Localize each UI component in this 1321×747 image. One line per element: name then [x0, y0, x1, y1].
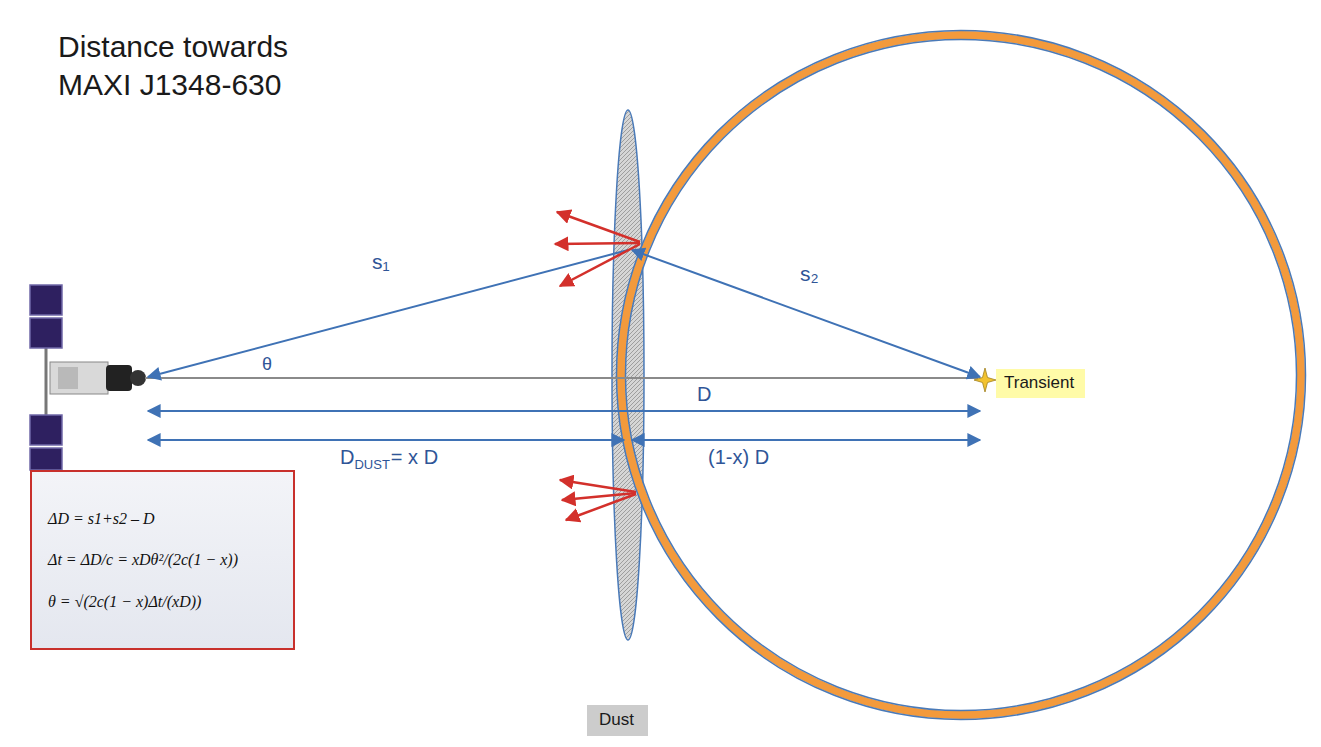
sight-line: [145, 377, 978, 379]
subscript-label: DUST: [354, 458, 389, 473]
echo-ring: [617, 31, 1306, 720]
remaining-distance-arrow: [632, 439, 980, 441]
distance-arrow: [148, 410, 980, 412]
transient-star: [974, 368, 996, 392]
dust-label-box: Dust: [587, 705, 648, 736]
distance-label: = x D: [391, 446, 438, 469]
path-s2: [632, 250, 980, 377]
node-text: Dust: [599, 710, 636, 730]
node-text: Transient: [1004, 373, 1077, 393]
distance-label: (1-x) D: [708, 446, 769, 469]
path-label: s₁: [372, 250, 390, 274]
transient-label-box: Transient: [996, 369, 1085, 398]
dust-distance-arrow: [148, 439, 624, 441]
scatter-arrows: [555, 212, 640, 520]
path-label: s₂: [800, 262, 819, 286]
node-text: θ = √(2c(1 − x)Δt/(xD)): [48, 592, 277, 611]
diagram-title: Distance towards MAXI J1348-630: [58, 28, 358, 104]
node-text: ΔD = s1+s2 – D: [48, 509, 277, 528]
distance-label: D: [697, 383, 711, 406]
node-text: Δt = ΔD/c = xDθ²/(2c(1 − x)): [48, 550, 277, 569]
distance-label: D: [340, 446, 354, 469]
angle-label: θ: [262, 354, 272, 375]
path-s1: [148, 250, 628, 377]
satellite-icon: [30, 285, 146, 470]
formula-box: ΔD = s1+s2 – D Δt = ΔD/c = xDθ²/(2c(1 − x…: [30, 470, 295, 650]
